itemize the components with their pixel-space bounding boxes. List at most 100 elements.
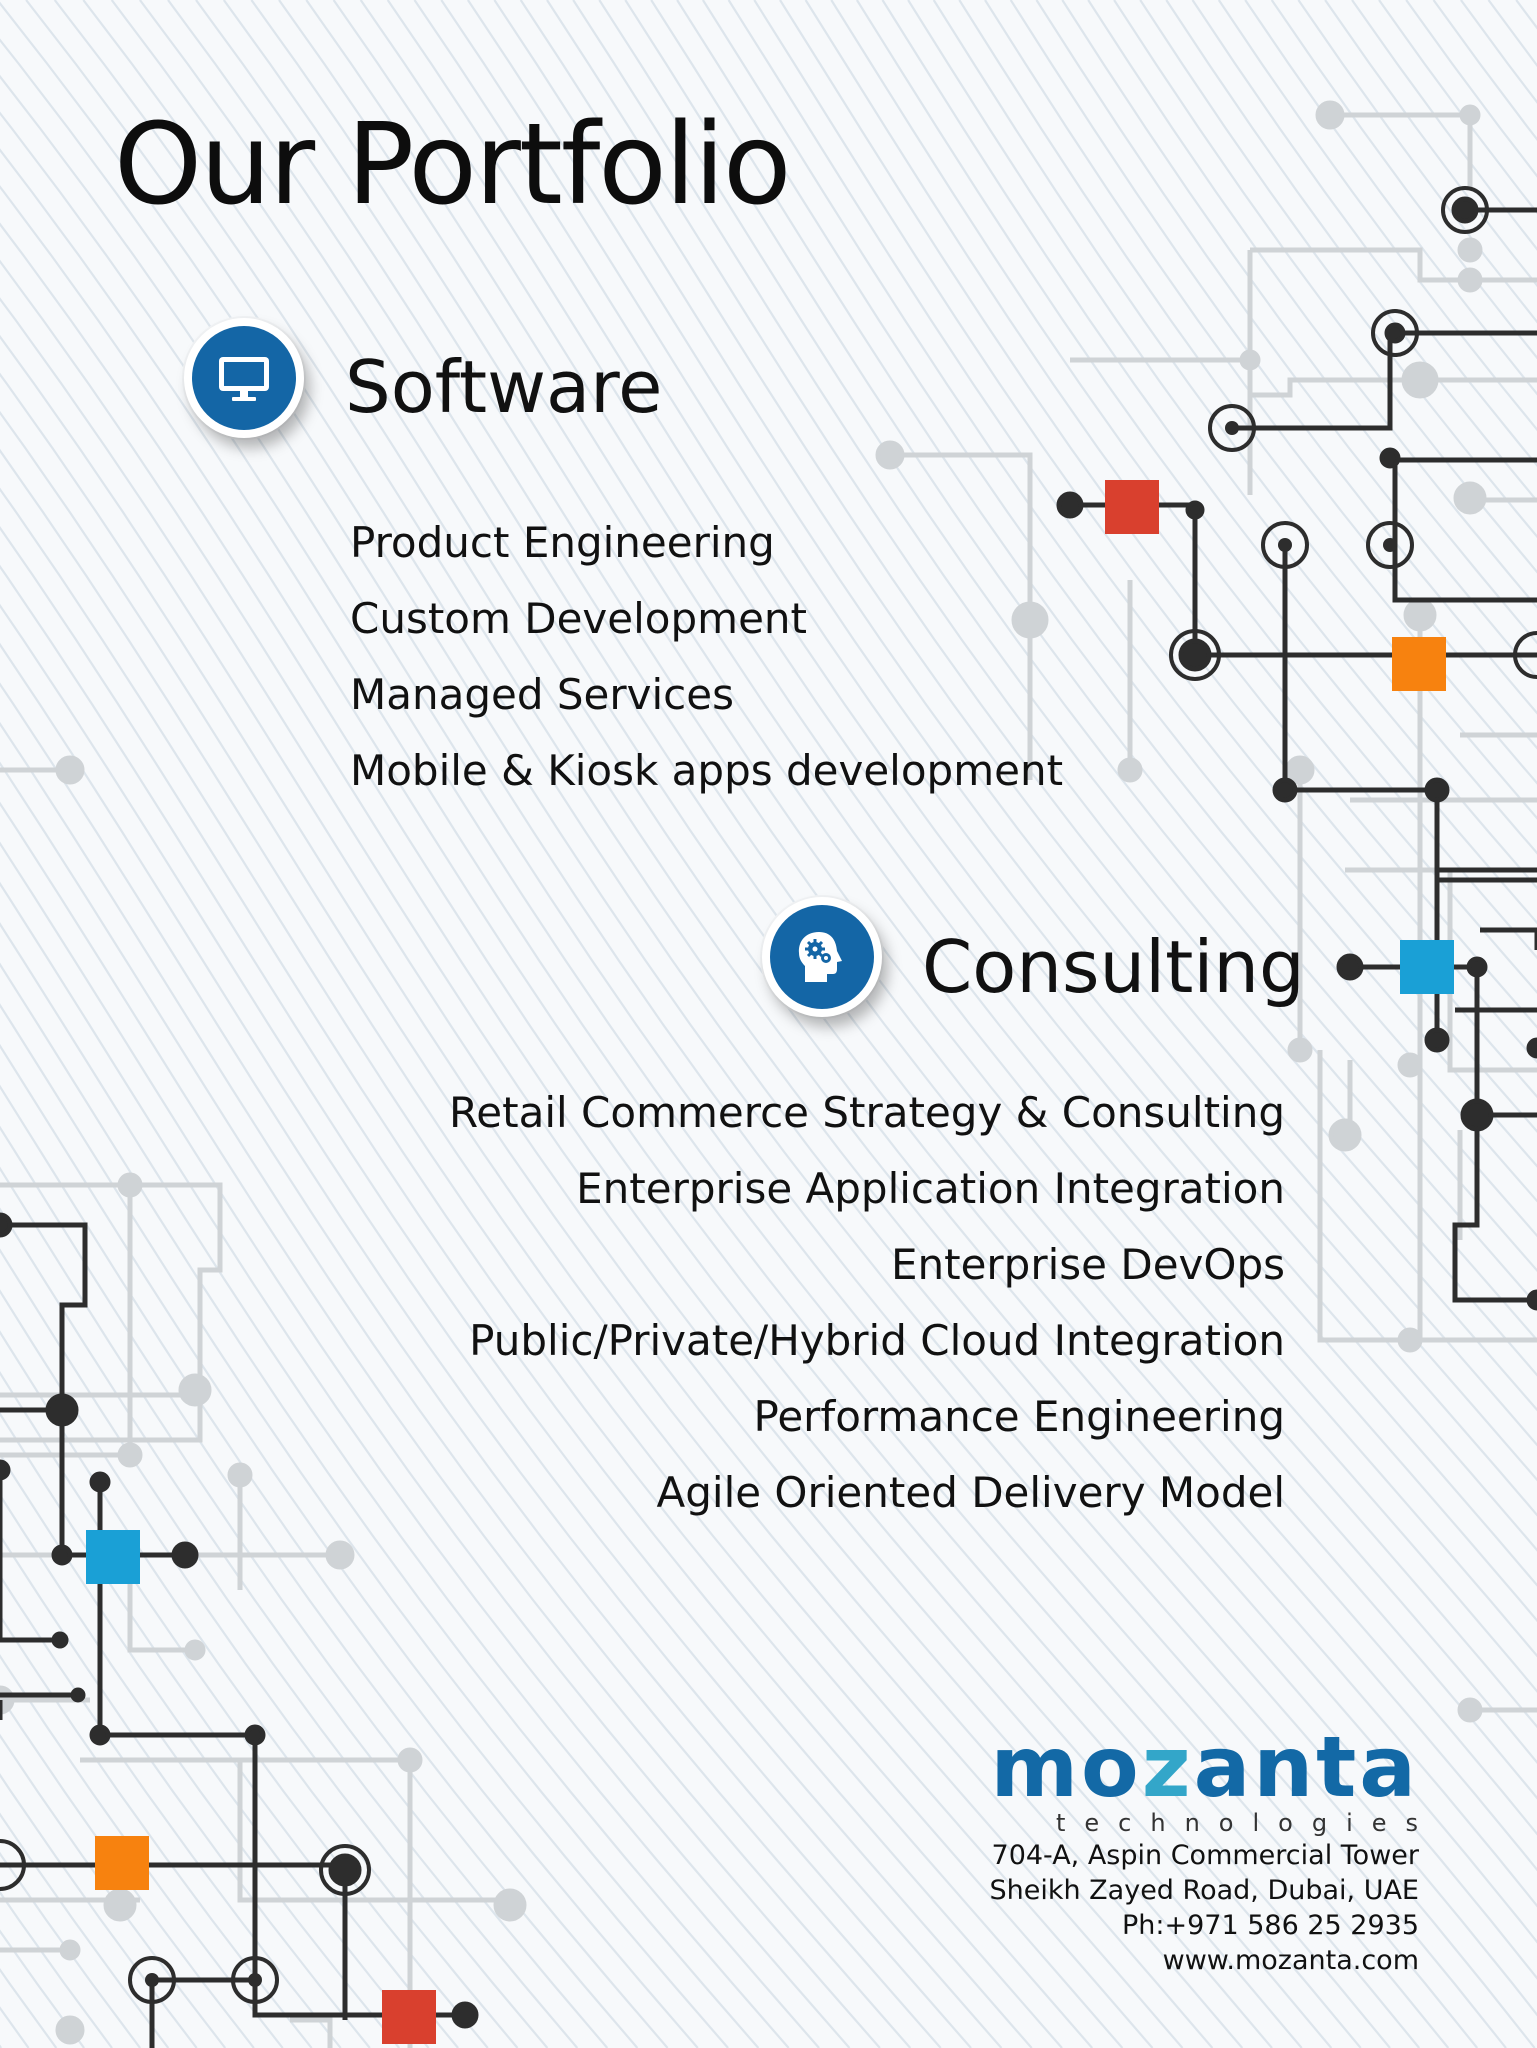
- wave-line: [359, 0, 1537, 1587]
- wave-line: [0, 1573, 342, 2048]
- wave-line: [932, 0, 1537, 820]
- wave-line: [222, 0, 1537, 1765]
- consulting-icon-badge: [762, 897, 882, 1017]
- wave-line: [0, 922, 820, 2048]
- circuit-dots-top-right: [1225, 421, 1397, 552]
- wave-line: [1087, 0, 1537, 609]
- wave-line: [0, 761, 942, 2048]
- contact-block: 704-A, Aspin Commercial Tower Sheikh Zay…: [989, 1838, 1419, 1978]
- wave-line: [546, 0, 1537, 1342]
- wave-line: [701, 0, 1537, 1133]
- wave-line: [0, 962, 790, 2048]
- wave-line: [53, 0, 1537, 1980]
- wave-line: [0, 1289, 549, 2048]
- wave-line: [167, 0, 1537, 1836]
- wave-line: [0, 74, 1479, 2048]
- logo-wordmark: mozanta: [990, 1718, 1419, 1816]
- website-link[interactable]: www.mozanta.com: [1162, 1945, 1419, 1976]
- wave-line: [0, 1533, 371, 2048]
- wave-line: [650, 0, 1537, 1203]
- wave-line: [0, 1614, 313, 2048]
- circuit-square-cyan-right: [1400, 940, 1454, 994]
- wave-line: [0, 841, 881, 2048]
- wave-line: [0, 1851, 141, 2048]
- list-item: Mobile & Kiosk apps development: [350, 746, 1064, 795]
- wave-line: [278, 0, 1537, 1693]
- page-title: Our Portfolio: [114, 100, 792, 230]
- wave-line: [1244, 0, 1537, 396]
- wave-line: [1061, 0, 1537, 645]
- list-item: Public/Private/Hybrid Cloud Integration: [469, 1316, 1285, 1365]
- wave-line: [0, 1207, 609, 2048]
- wave-line: [0, 410, 1214, 2048]
- wave-line: [1113, 0, 1537, 574]
- wave-line: [82, 0, 1537, 1944]
- wave-line: [624, 0, 1537, 1238]
- list-item: Retail Commerce Strategy & Consulting: [449, 1088, 1285, 1137]
- wave-line: [0, 148, 1421, 2048]
- software-icon-badge: [184, 318, 304, 438]
- wave-line: [0, 1084, 699, 2048]
- address-line-2: Sheikh Zayed Road, Dubai, UAE: [989, 1875, 1419, 1906]
- wave-line: [0, 1411, 459, 2048]
- company-logo: mozanta technologies: [991, 1725, 1419, 1837]
- circuit-dots-bottom-left: [145, 1973, 262, 1987]
- wave-line: [0, 334, 1273, 2048]
- wave-line: [466, 0, 1537, 1447]
- list-item: Enterprise DevOps: [890, 1240, 1285, 1289]
- wave-line: [0, 185, 1391, 2048]
- wave-line: [0, 721, 972, 2048]
- wave-line: [0, 1043, 729, 2048]
- wave-line: [250, 0, 1537, 1729]
- list-item: Custom Development: [350, 594, 807, 643]
- wave-line: [0, 1370, 489, 2048]
- wave-line: [0, 603, 1063, 2048]
- circuit-square-orange-top: [1392, 637, 1446, 691]
- wave-line: [1270, 0, 1537, 360]
- circuit-rings-bottom-left: [0, 1839, 371, 2004]
- wave-line: [519, 0, 1537, 1377]
- wave-line: [0, 448, 1184, 2048]
- wave-line: [0, 222, 1362, 2048]
- wave-line: [0, 1493, 401, 2048]
- wave-line: [907, 0, 1537, 855]
- wave-line: [0, 259, 1333, 2048]
- wave-line: [0, 1003, 760, 2048]
- wave-line: [1165, 0, 1537, 503]
- wave-line: [0, 1166, 639, 2048]
- wave-line: [1217, 0, 1537, 432]
- wave-line: [0, 1125, 669, 2048]
- wave-line: [1035, 0, 1537, 680]
- wave-line: [440, 0, 1537, 1482]
- wave-line: [572, 0, 1537, 1307]
- wave-line: [139, 0, 1537, 1872]
- monitor-icon: [219, 357, 269, 401]
- phone-number: Ph:+971 586 25 2935: [1122, 1910, 1419, 1941]
- wave-line: [0, 564, 1094, 2048]
- software-services-list: Product Engineering Custom Development M…: [350, 505, 1063, 809]
- wave-line: [1405, 0, 1537, 178]
- wave-line: [0, 1654, 284, 2048]
- wave-line: [0, 297, 1303, 2048]
- circuit-rings-top-right: [1169, 186, 1537, 681]
- software-section-title: Software: [345, 345, 663, 429]
- wave-line: [0, 642, 1033, 2048]
- wave-line: [0, 1452, 430, 2048]
- wave-line: [0, 1248, 579, 2048]
- wave-line: [0, 881, 851, 2048]
- wave-line: [958, 0, 1537, 785]
- wave-line: [386, 0, 1537, 1552]
- head-gears-icon: [798, 932, 842, 982]
- wave-line: [1139, 0, 1537, 539]
- list-item: Managed Services: [350, 670, 734, 719]
- wave-line: [753, 0, 1537, 1064]
- wave-line: [779, 0, 1537, 1029]
- wave-line: [0, 682, 1003, 2048]
- circuit-square-red-top: [1105, 480, 1159, 534]
- wave-line: [1191, 0, 1537, 467]
- circuit-square-red-bottom: [382, 1990, 436, 2044]
- wave-line: [0, 1967, 58, 2048]
- list-item: Agile Oriented Delivery Model: [656, 1468, 1285, 1517]
- wave-line: [1009, 0, 1537, 715]
